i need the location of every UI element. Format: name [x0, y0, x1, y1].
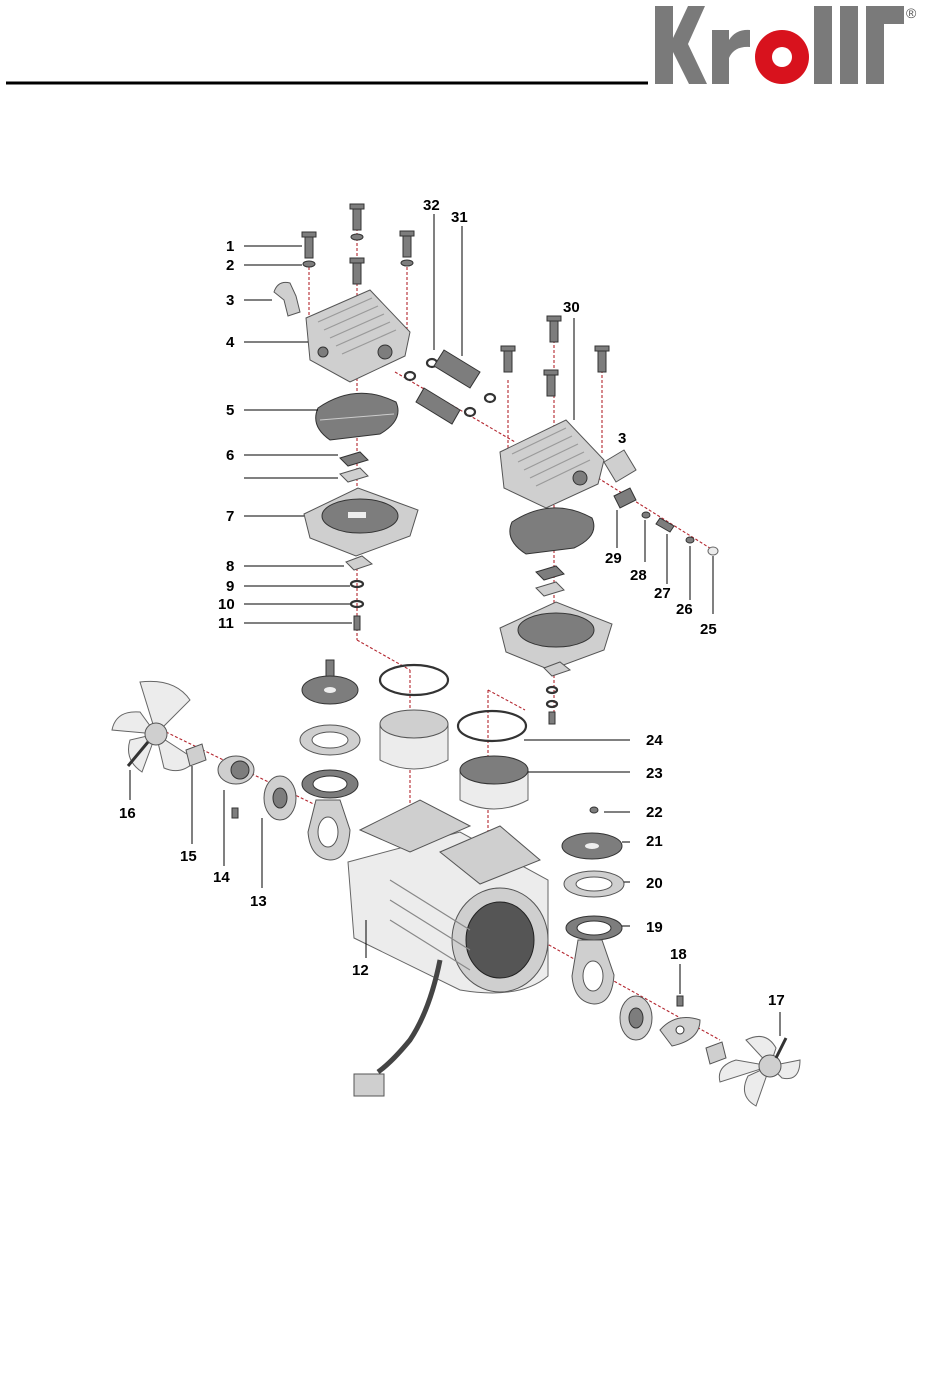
callout-1: 1 [226, 238, 234, 255]
callout-9: 9 [226, 578, 234, 595]
callout-2: 2 [226, 257, 234, 274]
cylinder-sleeve-left [380, 665, 448, 769]
callout-4: 4 [226, 334, 235, 351]
cylinder-sleeve-23 [460, 756, 528, 809]
o-ring-24 [458, 711, 526, 741]
elbow-fitting-3 [274, 282, 300, 316]
callout-8: 8 [226, 558, 234, 575]
motor-housing-12 [348, 800, 548, 993]
callout-28: 28 [630, 567, 647, 584]
callout-21: 21 [646, 833, 663, 850]
valve-plate-right [500, 602, 612, 670]
cylinder-head-30 [500, 420, 604, 508]
callout-31: 31 [451, 209, 468, 226]
callout-12: 12 [352, 962, 369, 979]
callout-23: 23 [646, 765, 663, 782]
eccentric-18 [660, 996, 700, 1046]
callout-3-right: 3 [618, 430, 626, 447]
bearing-13 [264, 776, 296, 820]
registered-mark: ® [906, 5, 917, 21]
brand-logo: ® [655, 5, 917, 84]
bolts-top-right [501, 316, 609, 396]
connecting-tube-31 [405, 350, 495, 424]
valve-small-right [544, 662, 570, 724]
callout-7: 7 [226, 508, 234, 525]
callout-15: 15 [180, 848, 197, 865]
callout-20: 20 [646, 875, 663, 892]
filter-silencer-3 [604, 450, 636, 482]
valve-parts-8-11 [346, 556, 372, 630]
fitting-29 [614, 488, 636, 508]
valve-reed-right [536, 566, 564, 596]
motor-cable [354, 960, 440, 1096]
callout-32: 32 [423, 197, 440, 214]
piston-set-left [300, 660, 360, 860]
callout-19: 19 [646, 919, 663, 936]
callout-29: 29 [605, 550, 622, 567]
callout-30: 30 [563, 299, 580, 316]
piston-set-right [562, 807, 624, 1004]
valve-plate-7 [304, 488, 418, 556]
callout-5: 5 [226, 402, 234, 419]
callout-6: 6 [226, 447, 234, 464]
callout-18: 18 [670, 946, 687, 963]
callout-14: 14 [213, 869, 230, 886]
callout-27: 27 [654, 585, 671, 602]
callout-11: 11 [218, 615, 234, 632]
valve-plate-gasket-right [510, 508, 594, 554]
nut-15 [186, 744, 206, 766]
fan-17 [719, 1036, 800, 1106]
callout-24: 24 [646, 732, 663, 749]
callout-13: 13 [250, 893, 267, 910]
bearing-right [620, 996, 652, 1040]
fan-16 [112, 681, 196, 772]
callout-22: 22 [646, 804, 663, 821]
nut-right [706, 1042, 726, 1064]
callout-17: 17 [768, 992, 785, 1009]
callout-25: 25 [700, 621, 717, 638]
callout-26: 26 [676, 601, 693, 618]
cylinder-head-4 [306, 290, 410, 382]
callout-3: 3 [226, 292, 234, 309]
small-parts-25-28 [642, 512, 718, 555]
valve-plate-gasket-5 [316, 393, 398, 440]
eccentric-14 [218, 756, 254, 818]
valve-reed-6 [340, 452, 368, 482]
callout-16: 16 [119, 805, 136, 822]
bolt-1 [302, 232, 316, 258]
bolts-top-left [350, 204, 414, 284]
callout-10: 10 [218, 596, 235, 613]
